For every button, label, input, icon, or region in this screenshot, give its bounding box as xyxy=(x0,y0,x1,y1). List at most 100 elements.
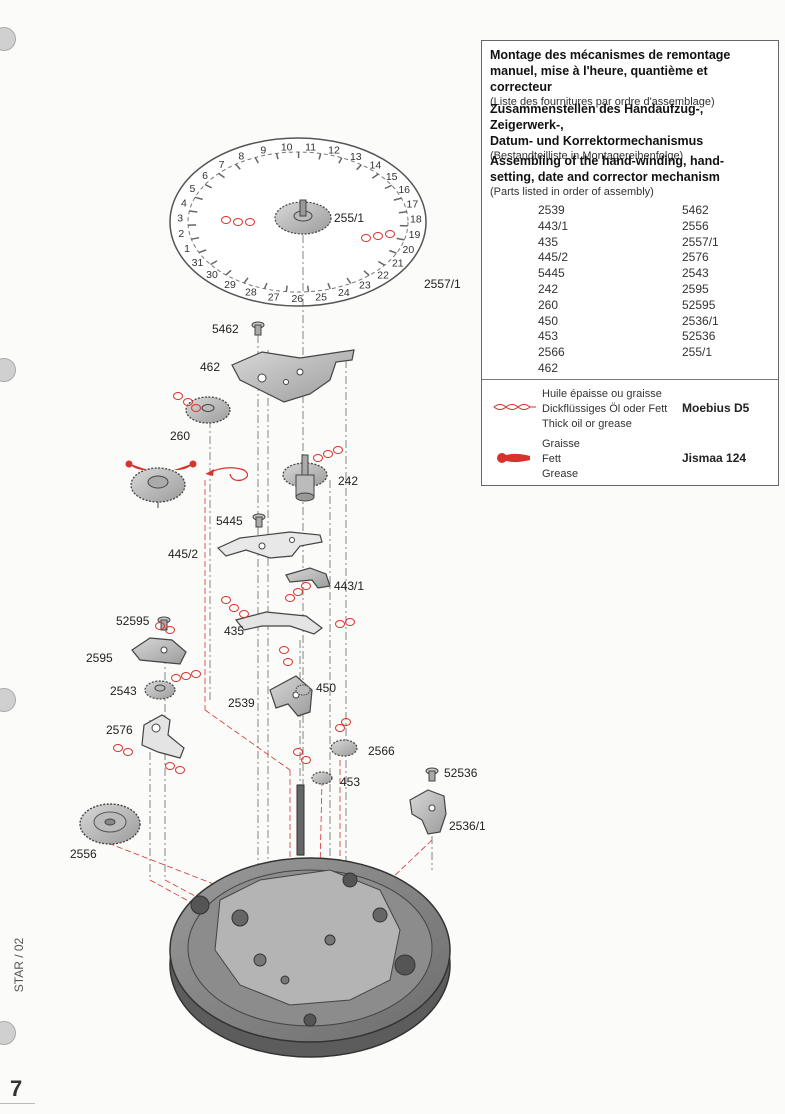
grease-drop-icon xyxy=(497,453,530,463)
label-5445: 5445 xyxy=(216,514,243,528)
wheel-242 xyxy=(282,454,328,502)
oil-drop-marker xyxy=(123,748,133,756)
oil-drop-marker xyxy=(183,398,193,406)
wheel-2566 xyxy=(330,739,358,757)
date-disc-tooth xyxy=(363,270,370,276)
part-number: 450 xyxy=(538,313,559,328)
grease-product: Jismaa 124 xyxy=(682,451,747,465)
date-number: 29 xyxy=(224,279,236,291)
oil-product: Moebius D5 xyxy=(682,401,750,415)
part-number: 462 xyxy=(538,360,559,375)
label-450: 450 xyxy=(316,681,336,695)
date-disc-tooth xyxy=(318,153,322,160)
date-disc-tooth xyxy=(377,260,385,266)
date-disc-tooth xyxy=(396,237,405,241)
part-number: 435 xyxy=(538,234,559,249)
oil-drop-marker xyxy=(175,766,185,774)
oil-drop-marker xyxy=(345,618,355,626)
label-52536: 52536 xyxy=(444,766,478,780)
date-number: 9 xyxy=(260,144,266,156)
plate-445-2 xyxy=(216,531,323,559)
label-260: 260 xyxy=(170,429,190,443)
part-number: 2539 xyxy=(538,203,565,217)
oil-drop-marker xyxy=(221,216,231,224)
oil-drop-marker xyxy=(293,748,303,756)
part-number: 52536 xyxy=(682,329,716,344)
oil-text-de: Dickflüssiges Öl oder Fett xyxy=(542,403,668,415)
date-number: 18 xyxy=(410,214,422,226)
oil-drop-marker xyxy=(191,404,201,412)
date-disc-tooth xyxy=(346,277,352,284)
date-number: 31 xyxy=(192,257,204,269)
date-number: 2 xyxy=(178,228,184,240)
title-french-line2: manuel, mise à l'heure, quantième et cor… xyxy=(490,64,708,94)
title-english-line1: Assembling of the hand-winding, hand- xyxy=(490,154,725,168)
part-number: 5462 xyxy=(682,203,709,217)
date-disc-tooth xyxy=(263,282,268,289)
part-number: 52595 xyxy=(682,297,716,312)
doc-code: STAR / 02 xyxy=(12,937,27,993)
label-443-1: 443/1 xyxy=(334,579,364,593)
date-number: 26 xyxy=(291,293,303,305)
oil-drop-marker xyxy=(323,450,333,458)
label-2595: 2595 xyxy=(86,651,113,665)
date-disc-tooth xyxy=(275,153,279,160)
oil-drop-marker xyxy=(335,724,345,732)
date-number: 22 xyxy=(377,270,389,282)
date-number: 23 xyxy=(359,280,371,292)
spring-2536-1 xyxy=(409,789,447,835)
label-435: 435 xyxy=(224,624,244,638)
label-255-1: 255/1 xyxy=(334,211,364,225)
lubricant-oil-text: Huile épaisse ou graisse Dickflüssiges Ö… xyxy=(542,387,667,432)
part-number: 5445 xyxy=(538,266,565,281)
parts-legend: Montage des mécanismes de remontage manu… xyxy=(481,40,779,486)
legend-german: Zusammenstellen des Handaufzug-, Zeigerw… xyxy=(490,101,772,163)
page-rule xyxy=(0,1103,35,1104)
bridge-2539 xyxy=(269,675,313,717)
title-german-line2: Datum- und Korrektormechanismus xyxy=(490,134,704,148)
title-english-line2: setting, date and corrector mechanism xyxy=(490,170,720,184)
date-disc-tooth xyxy=(204,183,213,189)
date-number: 16 xyxy=(398,184,410,196)
oil-drop-marker xyxy=(373,232,383,240)
date-disc-tooth xyxy=(389,249,397,254)
rotation-arrow xyxy=(205,467,249,481)
oil-drop-marker xyxy=(221,596,231,604)
title-french-line1: Montage des mécanismes de remontage xyxy=(490,48,731,62)
oil-drop-marker xyxy=(335,620,345,628)
date-disc-tooth xyxy=(338,157,343,164)
wheel-255-1 xyxy=(274,199,332,235)
date-disc-tooth xyxy=(218,172,225,179)
date-number: 27 xyxy=(268,291,280,303)
date-disc-tooth xyxy=(384,184,393,190)
grease-text-en: Grease xyxy=(542,468,579,480)
date-disc-tooth xyxy=(327,282,331,290)
oil-text-en: Thick oil or grease xyxy=(542,418,632,430)
winding-stem xyxy=(296,784,305,856)
date-number: 4 xyxy=(181,198,187,210)
part-number: 2566 xyxy=(538,345,565,360)
grease-text-de: Fett xyxy=(542,453,561,465)
oil-drop-marker xyxy=(283,658,293,666)
corrector-2576 xyxy=(141,714,185,759)
label-242: 242 xyxy=(338,474,358,488)
date-number: 24 xyxy=(338,287,350,299)
lever-435 xyxy=(234,611,323,635)
oil-drop-marker xyxy=(333,446,343,454)
screw-5462 xyxy=(251,321,265,336)
grease-text-fr: Graisse xyxy=(542,438,580,450)
wheel-2543 xyxy=(144,680,176,700)
date-number: 7 xyxy=(219,159,225,171)
date-number: 21 xyxy=(392,258,404,270)
legend-french: Montage des mécanismes de remontage manu… xyxy=(490,47,772,109)
oil-drop-marker xyxy=(165,762,175,770)
open-drops-icon xyxy=(113,216,395,774)
oil-drop-marker xyxy=(155,622,165,630)
label-462: 462 xyxy=(200,360,220,374)
date-number: 10 xyxy=(281,141,293,153)
label-2556: 2556 xyxy=(70,847,97,861)
date-disc-tooth xyxy=(210,260,218,266)
date-disc-tooth xyxy=(371,173,379,179)
